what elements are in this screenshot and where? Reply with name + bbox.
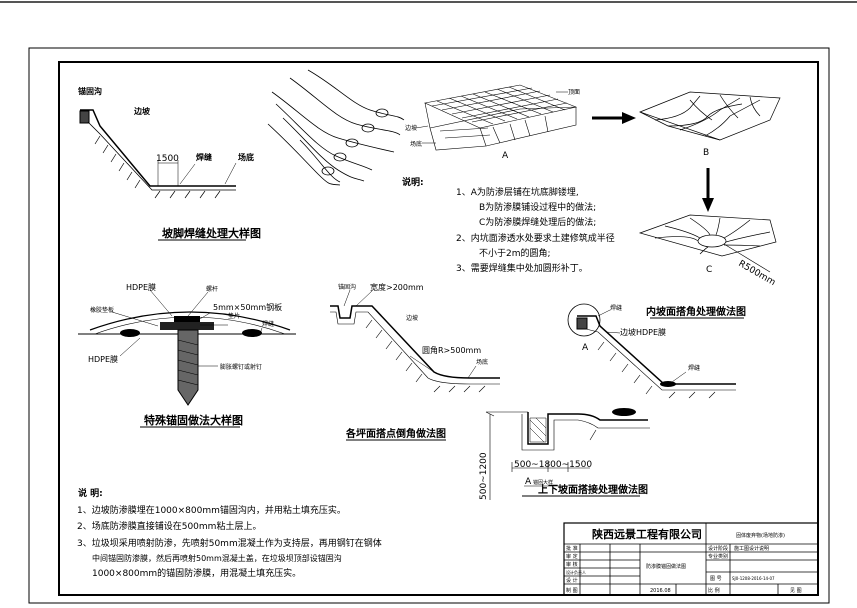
slope-waves [267, 69, 405, 186]
slope-bottom: 场底 [476, 358, 488, 366]
panel-a-bottom: 场底 [410, 140, 422, 148]
panel-a-slope: 边坡 [405, 124, 417, 132]
panel-b-mesh [639, 91, 781, 141]
updown-label-a-sub: 锚固大样 [533, 479, 553, 486]
anchor-dim-label: 1500 [156, 154, 179, 164]
special-rubber: 橡胶垫板 [90, 306, 114, 314]
tb-date: 2016.08 [650, 588, 671, 594]
special-nail: 膨胀螺钉或射钉 [220, 363, 262, 371]
slope-slope: 边坡 [406, 314, 418, 322]
tb-row-label: 审 定 [566, 553, 578, 560]
notes1-item: 1、A为防渗层铺在坑底脚镂埋, [456, 186, 579, 198]
anchor-weld-label: 焊缝 [196, 152, 212, 162]
inner-label: A [582, 343, 589, 353]
notes1-item: C为防渗膜焊缝处理后的做法; [479, 216, 596, 228]
anchor-title: 坡脚焊缝处理大样图 [162, 226, 261, 240]
panel-c-radius: R500mm [737, 259, 777, 288]
tb-right-label: 比 例 [708, 587, 720, 594]
notes1-item: 3、需要焊缝集中处加圆形补丁。 [456, 262, 588, 274]
notes2-item: 2、场底防渗膜直接铺设在500mm粘土层上。 [77, 520, 261, 532]
tb-right-label: 专业类别 [708, 553, 728, 560]
special-hdpe-top: HDPE膜 [126, 282, 156, 292]
tb-row-label: 批 准 [566, 545, 578, 552]
detail-slope-corner [330, 289, 500, 441]
tb-row-label: 设计负责人 [566, 569, 586, 575]
notes2-item: 3、垃圾坝采用喷射防渗，先喷射50mm混凝土作为支持层，再用钢钉在钢体 [77, 537, 382, 549]
special-hdpe-bottom: HDPE膜 [88, 354, 118, 364]
panel-a-top: 顶面 [568, 89, 580, 96]
panel-a-label: A [502, 151, 509, 161]
tb-company: 陕西远景工程有限公司 [592, 527, 702, 541]
inner-hdpe: 边坡HDPE膜 [620, 327, 666, 337]
notes2-item: 1、边坡防渗膜埋在1000×800mm锚固沟内，并用粘土填充压实。 [77, 504, 346, 516]
tb-row-label: 设 计 [566, 577, 578, 584]
panel-b-label: B [703, 148, 709, 158]
slope-title: 各坪面搭点倒角做法图 [345, 427, 446, 440]
notes2-head: 说 明: [78, 487, 103, 499]
anchor-block [79, 110, 90, 124]
slope-width: 宽度>200mm [370, 282, 424, 292]
special-plate: 5mm×50mm钢板 [213, 302, 282, 312]
arrow-down-icon [702, 168, 714, 212]
notes2-item: 1000×800mm的锚固防渗膜，用混凝土填充压实。 [92, 567, 301, 579]
tb-row-label: 制 图 [566, 587, 578, 594]
special-title: 特殊锚固做法大样图 [144, 413, 243, 427]
special-gasket: 垫片 [228, 312, 240, 320]
updown-dim-v: 500~1200 [479, 452, 489, 500]
inner-weld2: 焊缝 [688, 364, 700, 372]
tb-right-label: 设计阶段 [708, 545, 728, 552]
panel-a-mesh [424, 84, 578, 151]
title-block [563, 522, 819, 596]
slope-trench: 锚固沟 [338, 283, 356, 291]
tb-right-value: 施工图设计说明 [734, 545, 769, 552]
anchor-bottom-label: 场底 [238, 152, 254, 162]
anchor-slope-label: 边坡 [133, 106, 151, 116]
detail-anchor-trench [79, 109, 246, 241]
notes1-item: 2、内坑面渗透水处要求土建修筑成半径 [456, 232, 615, 244]
inner-frame [58, 61, 819, 596]
notes1-head: 说明: [402, 176, 424, 188]
detail-inner-corner [567, 303, 744, 399]
tb-right-label: 图 号 [710, 576, 722, 582]
anchor-trench-label: 锚固沟 [78, 86, 102, 96]
notes1-item: B为防渗膜铺设过程中的做法; [479, 201, 596, 213]
tb-right-value: 见 图 [790, 588, 802, 594]
tb-row-label: 审 核 [566, 561, 578, 568]
outer-frame [28, 47, 830, 604]
arrow-right-icon [592, 112, 636, 124]
updown-title: 上下坡面搭接处理做法图 [538, 483, 648, 496]
slope-radius: 圆角R>500mm [422, 345, 481, 355]
panel-c-mesh [638, 214, 777, 273]
special-weld: 焊缝 [262, 320, 274, 328]
inner-title: 内坡面搭角处理做法图 [646, 305, 746, 318]
updown-dim-h: 500~1800~1500 [514, 460, 592, 470]
tb-drawing-name: 防渗膜锚固做法图 [646, 563, 686, 570]
updown-label-a: A [525, 477, 532, 487]
inner-weld: 焊缝 [610, 304, 622, 312]
notes1-item: 不小于2m的圆角; [479, 247, 551, 259]
notes2-item: 中间锚固防渗膜，然后再喷射50mm混凝土盖，在垃圾坝顶部设锚固沟 [92, 553, 342, 563]
panel-c-label: C [706, 265, 712, 275]
detail-special-anchor [78, 289, 296, 428]
tb-project: 固体废弃物(场地防渗) [736, 532, 785, 539]
special-bolt: 螺杆 [206, 285, 218, 293]
tb-right-value: SJ0-1208-2016-14-07 [732, 576, 775, 581]
detail-updown [485, 408, 650, 500]
